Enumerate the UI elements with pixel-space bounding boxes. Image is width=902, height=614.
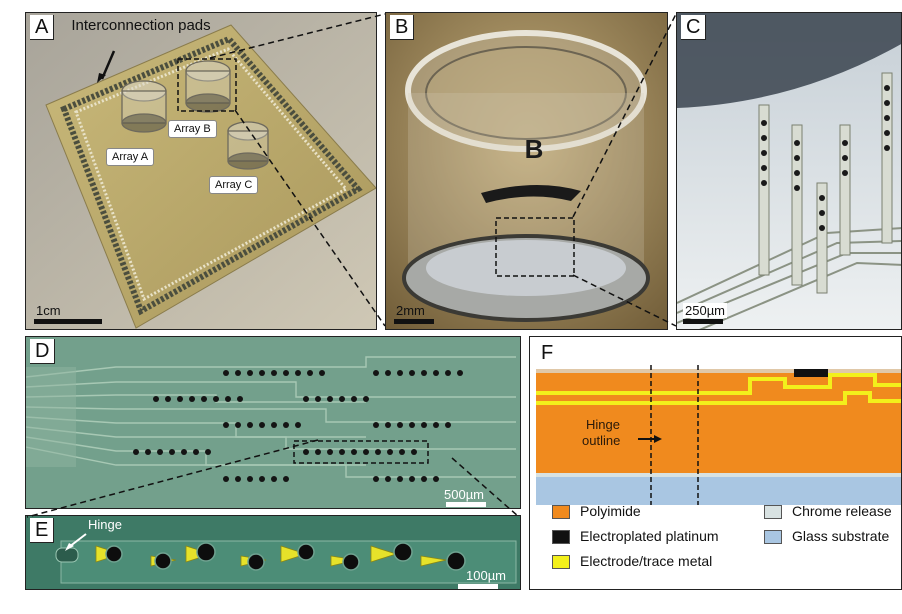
panel-e: E Hinge 100µm [25,515,521,590]
panel-c-scale-bar [683,319,723,324]
hinge-outline-line-1: Hinge [586,417,620,432]
panel-a-scale-label: 1cm [36,303,61,318]
panel-b: B B 2mm [385,12,668,330]
panel-e-scale-bar [458,584,498,589]
vial-letter: B [525,134,544,164]
panel-a: A Interconnection pads Array A Array B A… [25,12,377,330]
panel-d-micrograph [26,337,520,508]
panel-e-label: E [30,518,55,543]
legend-swatch-electroplated-platinum [552,530,570,544]
hinge-label: Hinge [88,517,122,532]
interconnection-pads-callout: Interconnection pads [71,17,211,34]
array-b-callout: Array B [168,120,217,138]
legend-label-electrode-trace-metal: Electrode/trace metal [580,553,713,569]
panel-b-label: B [390,15,415,40]
legend-swatch-glass-substrate [764,530,782,544]
legend-label-glass-substrate: Glass substrate [792,528,890,544]
panel-f-label: F [541,342,554,364]
array-a-callout: Array A [106,148,155,166]
panel-b-photo: B [386,13,667,329]
legend-swatch-polyimide [552,505,570,519]
panel-c-photo [677,13,901,329]
panel-c: C 250µm [676,12,902,330]
hinge-outline-line-2: outline [582,433,620,448]
legend-label-polyimide: Polyimide [580,503,641,519]
cross-section-diagram: Hinge outline [536,365,901,505]
panel-e-micrograph [26,516,520,589]
panel-a-photo [26,13,376,329]
panel-b-scale-bar [394,319,434,324]
panel-d-label: D [30,339,56,364]
panel-a-scale-bar [34,319,102,324]
panel-d-scale-label: 500µm [444,487,485,502]
panel-d-scale-bar [446,502,486,507]
panel-a-label: A [30,15,55,40]
panel-d: D 500µm [25,336,521,509]
panel-f: Hinge outline F Polyimide Chrome release… [529,336,902,590]
panel-c-scale-label: 250µm [683,303,728,318]
array-c-callout: Array C [209,176,259,194]
panel-b-scale-label: 2mm [396,303,425,318]
legend-swatch-chrome-release [764,505,782,519]
legend-label-electroplated-platinum: Electroplated platinum [580,528,719,544]
legend-label-chrome-release: Chrome release [792,503,892,519]
panel-e-scale-label: 100µm [466,568,507,583]
legend-swatch-electrode-trace-metal [552,555,570,569]
panel-c-label: C [681,15,707,40]
